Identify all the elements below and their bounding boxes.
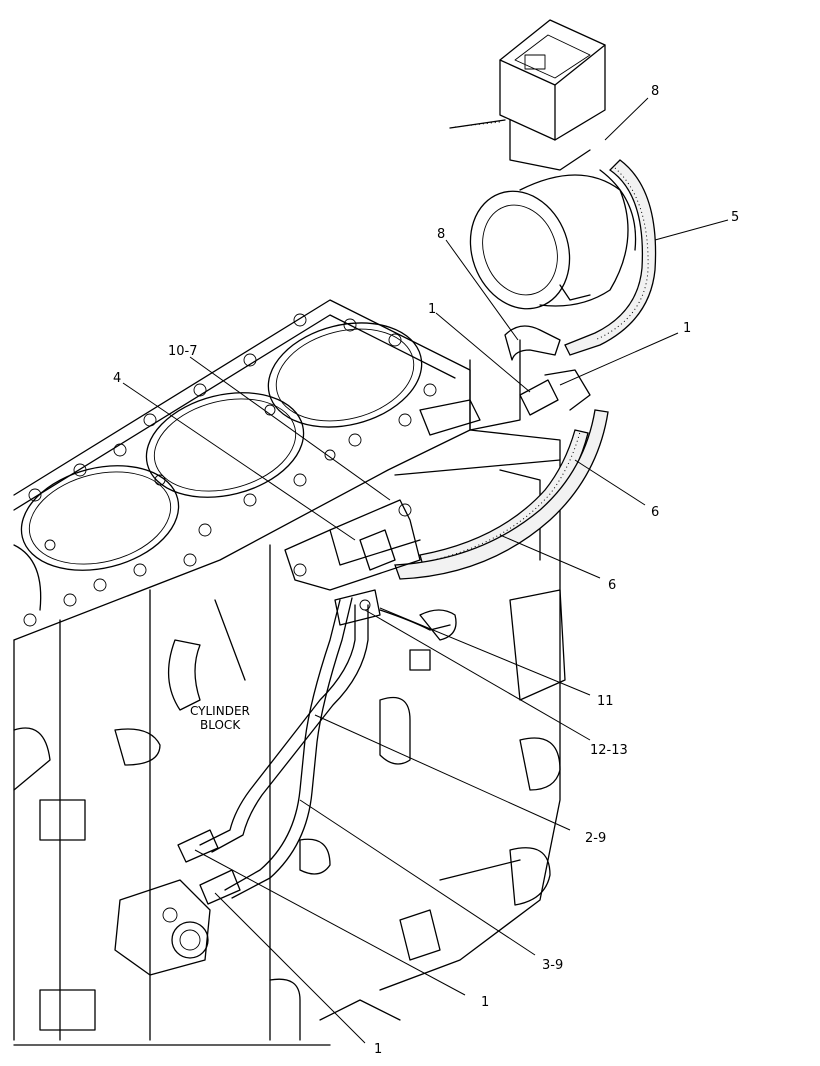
callout-8-top: 8: [651, 84, 659, 99]
callout-12-13: 12-13: [590, 743, 628, 758]
cylinder-block: [13, 299, 471, 1046]
callout-1-upper-right: 1: [683, 321, 691, 336]
turbocharger: [469, 169, 637, 310]
leader-lines: [122, 97, 729, 1044]
callouts: 8 5 8 1 1 10-7 4 6 6 11 12-13 2-9 3-9 1 …: [113, 84, 739, 1057]
callout-1-upper-left: 1: [428, 302, 436, 317]
block-label-line1: CYLINDER: [190, 704, 250, 718]
callout-2-9: 2-9: [585, 831, 606, 846]
callout-1-lower-left: 1: [374, 1042, 382, 1057]
callout-6-lower: 6: [608, 578, 616, 593]
callout-5: 5: [731, 210, 739, 225]
callout-11: 11: [597, 694, 614, 709]
callout-8-mid: 8: [437, 227, 445, 242]
engine-housing: [379, 429, 566, 991]
callout-1-lower-right: 1: [481, 995, 489, 1010]
fuel-pump-assembly: [449, 19, 606, 171]
block-label-line2: BLOCK: [200, 718, 241, 732]
callout-4: 4: [113, 371, 121, 386]
callout-3-9: 3-9: [542, 958, 563, 973]
callout-6-upper: 6: [651, 505, 659, 520]
lines: [114, 159, 657, 976]
cylinder-block-label: CYLINDER BLOCK: [190, 704, 250, 732]
callout-10-7: 10-7: [168, 344, 198, 359]
